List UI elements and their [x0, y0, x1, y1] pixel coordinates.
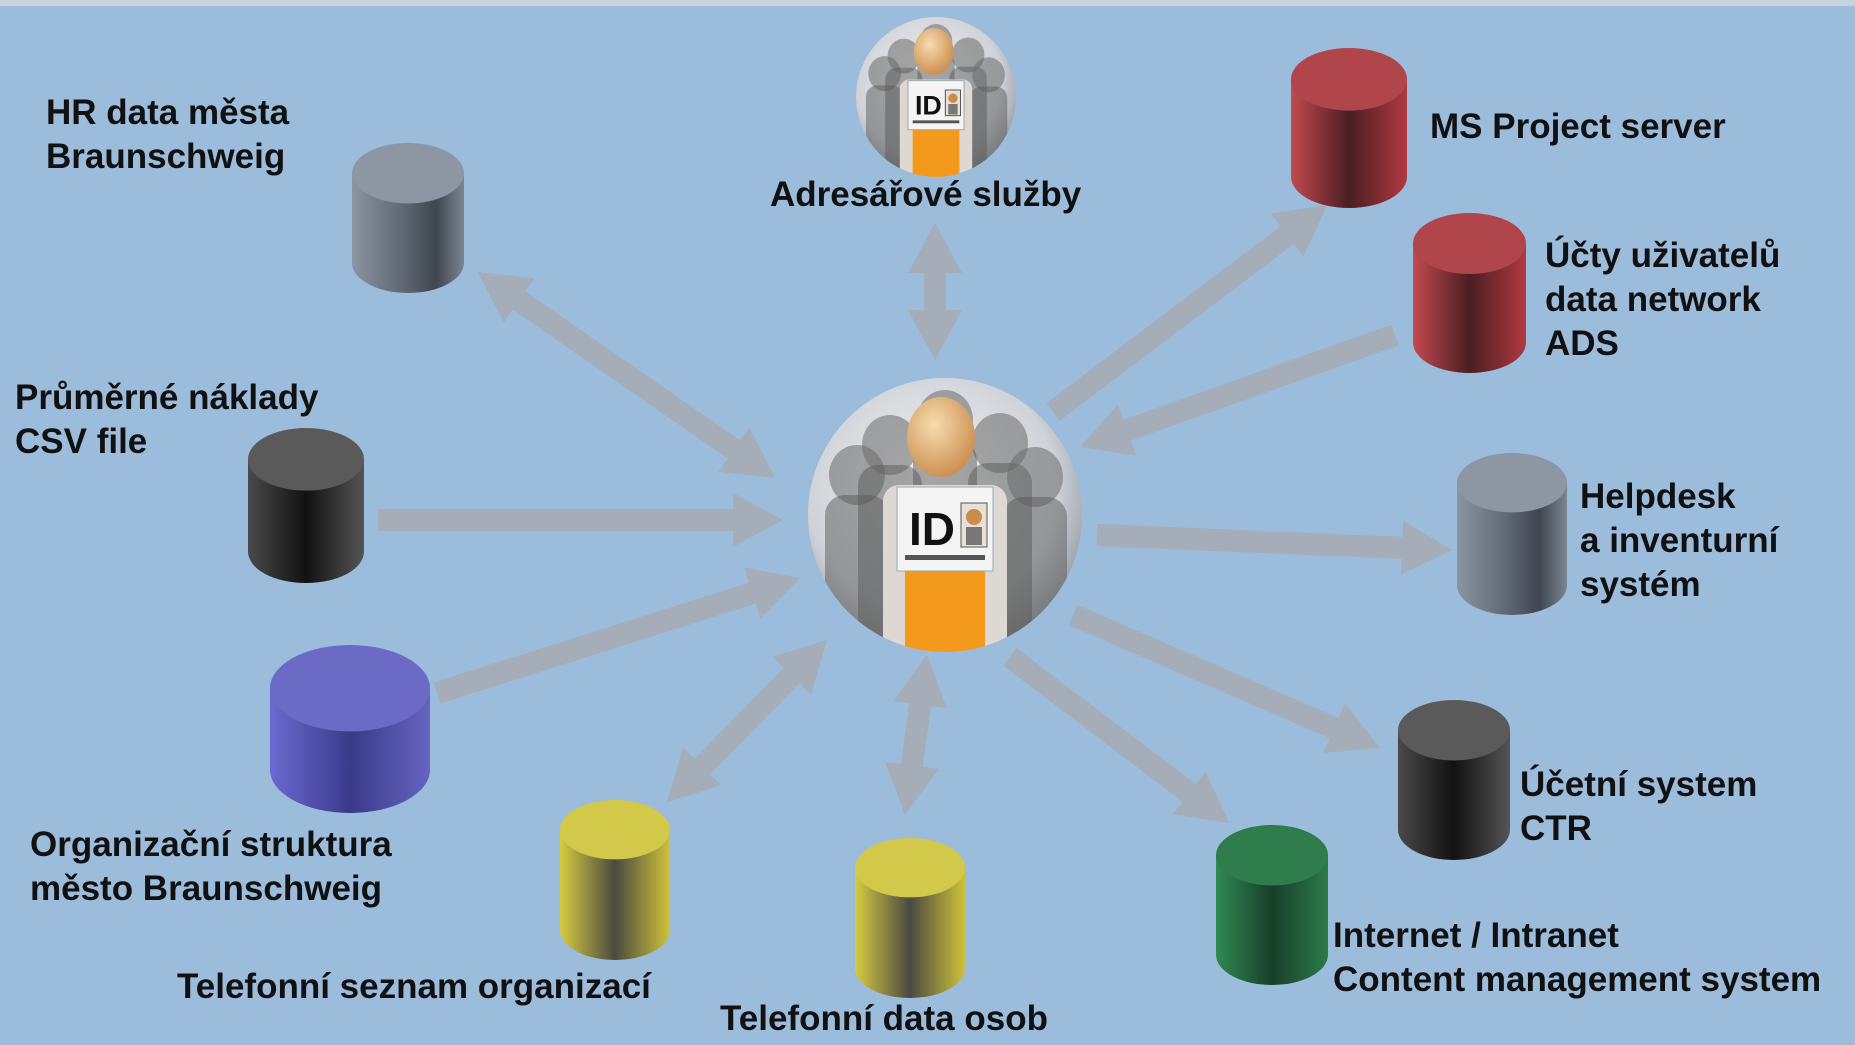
arrow — [478, 272, 775, 478]
database-ucty-icon — [1413, 213, 1526, 373]
arrow — [885, 655, 947, 815]
arrow — [667, 640, 827, 802]
cylinders-layer — [248, 48, 1567, 999]
label-internet-line: Content management system — [1333, 960, 1822, 999]
database-msproject-icon — [1291, 48, 1407, 208]
label-hr-line: Braunschweig — [46, 137, 286, 176]
database-ucetni-icon — [1398, 700, 1510, 860]
arrow — [433, 567, 800, 704]
label-msproject-line: MS Project server — [1430, 107, 1726, 146]
arrow — [1068, 604, 1380, 753]
arrow — [1096, 520, 1452, 575]
database-telos-icon — [855, 838, 965, 999]
label-ucty-line: data network — [1545, 280, 1761, 319]
database-internet-icon — [1216, 825, 1328, 986]
label-org-line: město Braunschweig — [30, 869, 383, 908]
label-naklady-line: Průměrné náklady — [15, 378, 319, 417]
label-helpdesk-line: systém — [1580, 565, 1701, 604]
database-hr-icon — [352, 143, 464, 293]
label-hr-line: HR data města — [46, 93, 290, 132]
arrow — [1046, 205, 1327, 421]
label-telorg: Telefonní seznam organizací — [177, 965, 651, 1009]
database-naklady-icon — [248, 428, 364, 583]
arrows-layer — [378, 205, 1452, 823]
arrow — [378, 493, 783, 547]
arrow — [1003, 648, 1229, 823]
database-telorg-icon — [560, 800, 670, 961]
label-helpdesk: Helpdesk a inventurní systém — [1580, 475, 1778, 607]
label-telos: Telefonní data osob — [720, 997, 1048, 1041]
label-ucetni-line: Účetní system — [1520, 765, 1758, 804]
label-msproject: MS Project server — [1430, 105, 1726, 149]
label-directory-line: Adresářové služby — [770, 175, 1082, 214]
label-naklady-line: CSV file — [15, 422, 148, 461]
database-helpdesk-icon — [1457, 453, 1567, 616]
label-ucty-line: ADS — [1545, 324, 1619, 363]
center-person-icon: ID — [808, 378, 1082, 652]
label-telos-line: Telefonní data osob — [720, 999, 1048, 1038]
persons-layer: ID ID — [808, 17, 1082, 652]
label-ucty-line: Účty uživatelů — [1545, 236, 1781, 275]
database-org-icon — [270, 645, 430, 813]
label-directory: Adresářové služby — [770, 173, 1081, 217]
center-person-icon-badge-text: ID — [909, 503, 955, 555]
label-org: Organizační struktura město Braunschweig — [30, 823, 392, 911]
label-helpdesk-line: a inventurní — [1580, 521, 1779, 560]
label-internet-line: Internet / Intranet — [1333, 916, 1619, 955]
directory-person-icon: ID — [856, 17, 1016, 177]
label-telorg-line: Telefonní seznam organizací — [177, 967, 651, 1006]
arrow — [908, 223, 962, 360]
label-org-line: Organizační struktura — [30, 825, 392, 864]
top-border — [0, 0, 1855, 6]
label-helpdesk-line: Helpdesk — [1580, 477, 1736, 516]
label-ucetni-line: CTR — [1520, 809, 1592, 848]
directory-person-icon-badge-text: ID — [915, 91, 942, 121]
arrow — [1080, 324, 1399, 456]
